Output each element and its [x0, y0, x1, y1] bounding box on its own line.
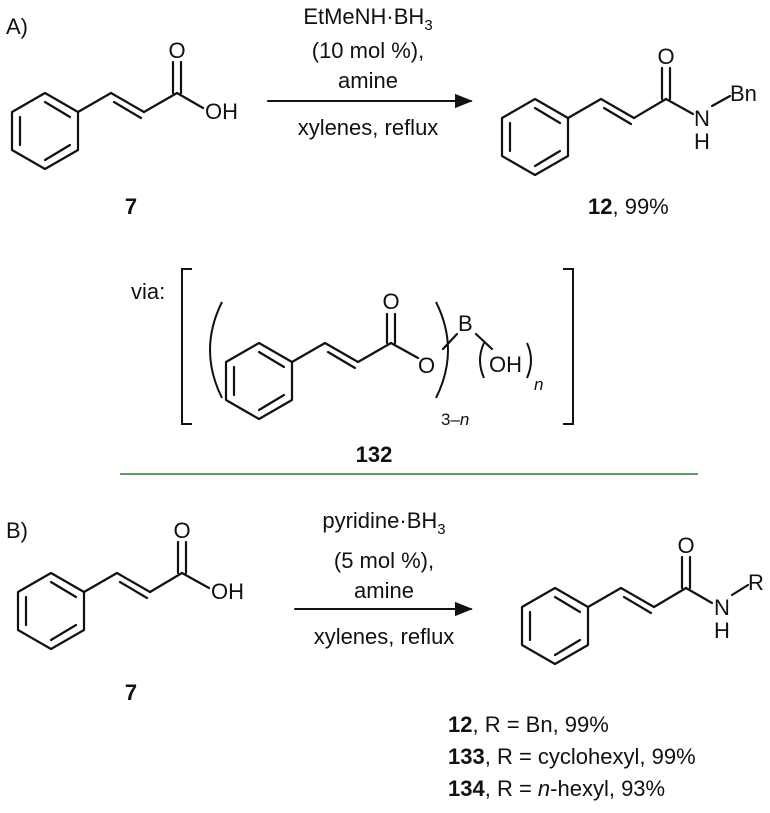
right-paren — [435, 301, 449, 399]
via-label: via: — [131, 279, 165, 304]
cinnamic-acid-structure-b: O OH — [16, 518, 244, 651]
product-amide-structure-a: O N H Bn — [500, 44, 757, 177]
reagent-line1: pyridine·BH3 — [322, 508, 445, 538]
benzene-ring — [10, 91, 80, 171]
atom-n: N — [694, 106, 710, 131]
subscript-n: n — [534, 375, 543, 394]
product-amide-structure-b: O N H R — [520, 533, 764, 666]
atom-h: H — [714, 618, 730, 643]
benzene-ring — [224, 341, 294, 421]
conditions: xylenes, reflux — [298, 115, 439, 140]
benzene-ring — [16, 571, 86, 651]
reagent-line2: (5 mol %), — [334, 548, 434, 573]
atom-o: O — [657, 44, 674, 69]
atom-h: H — [694, 129, 710, 154]
reaction-arrow-b: pyridine·BH3 (5 mol %), amine xylenes, r… — [294, 508, 473, 649]
substituent-r: R — [748, 570, 764, 595]
right-bracket — [563, 268, 574, 425]
left-bracket — [181, 268, 192, 425]
substituent-bn: Bn — [730, 81, 757, 106]
conditions: xylenes, reflux — [314, 624, 455, 649]
oh-left-paren — [479, 342, 485, 379]
panel-a-label: A) — [6, 14, 28, 39]
atom-n: N — [714, 595, 730, 620]
atom-o: O — [173, 518, 190, 543]
benzene-ring — [500, 97, 570, 177]
atom-o: O — [168, 38, 185, 63]
reagent-line3: amine — [354, 578, 414, 603]
product-entry-133: 133, R = cyclohexyl, 99% — [448, 744, 696, 769]
panel-b: B) O OH pyridine·BH3 (5 mol %), amine — [6, 508, 764, 801]
reagent-line1: EtMeNH·BH3 — [303, 4, 432, 34]
atom-o: O — [677, 533, 694, 558]
atom-b: B — [458, 311, 473, 336]
product-entry-134: 134, R = n-hexyl, 93% — [448, 776, 665, 801]
product-list: 12, R = Bn, 99% 133, R = cyclohexyl, 99%… — [448, 712, 696, 801]
atom-oh: OH — [211, 579, 244, 604]
reaction-arrow-a: EtMeNH·BH3 (10 mol %), amine xylenes, re… — [267, 4, 473, 140]
atom-o-ester: O — [418, 353, 435, 378]
intermediate-boronate: via: O O 3–n B OH — [131, 268, 574, 467]
panel-a: A) O OH EtMeNH·BH3 (10 mol %), amine — [6, 4, 757, 467]
product-entry-12: 12, R = Bn, 99% — [448, 712, 609, 737]
compound-number-12-a: 12, 99% — [588, 194, 669, 219]
compound-number-7-b: 7 — [125, 680, 137, 705]
oh-right-paren — [526, 342, 532, 379]
reagent-line2: (10 mol %), — [312, 38, 424, 63]
benzene-ring — [520, 586, 590, 666]
compound-number-7-a: 7 — [125, 194, 137, 219]
compound-number-132: 132 — [356, 442, 393, 467]
panel-b-label: B) — [6, 518, 28, 543]
atom-o-carbonyl: O — [382, 289, 399, 314]
reagent-line3: amine — [338, 68, 398, 93]
subscript-3-n: 3–n — [441, 410, 469, 429]
left-paren — [209, 301, 223, 399]
atom-oh: OH — [205, 99, 238, 124]
cinnamic-acid-structure-a: O OH — [10, 38, 238, 171]
atom-oh-boron: OH — [489, 352, 522, 377]
